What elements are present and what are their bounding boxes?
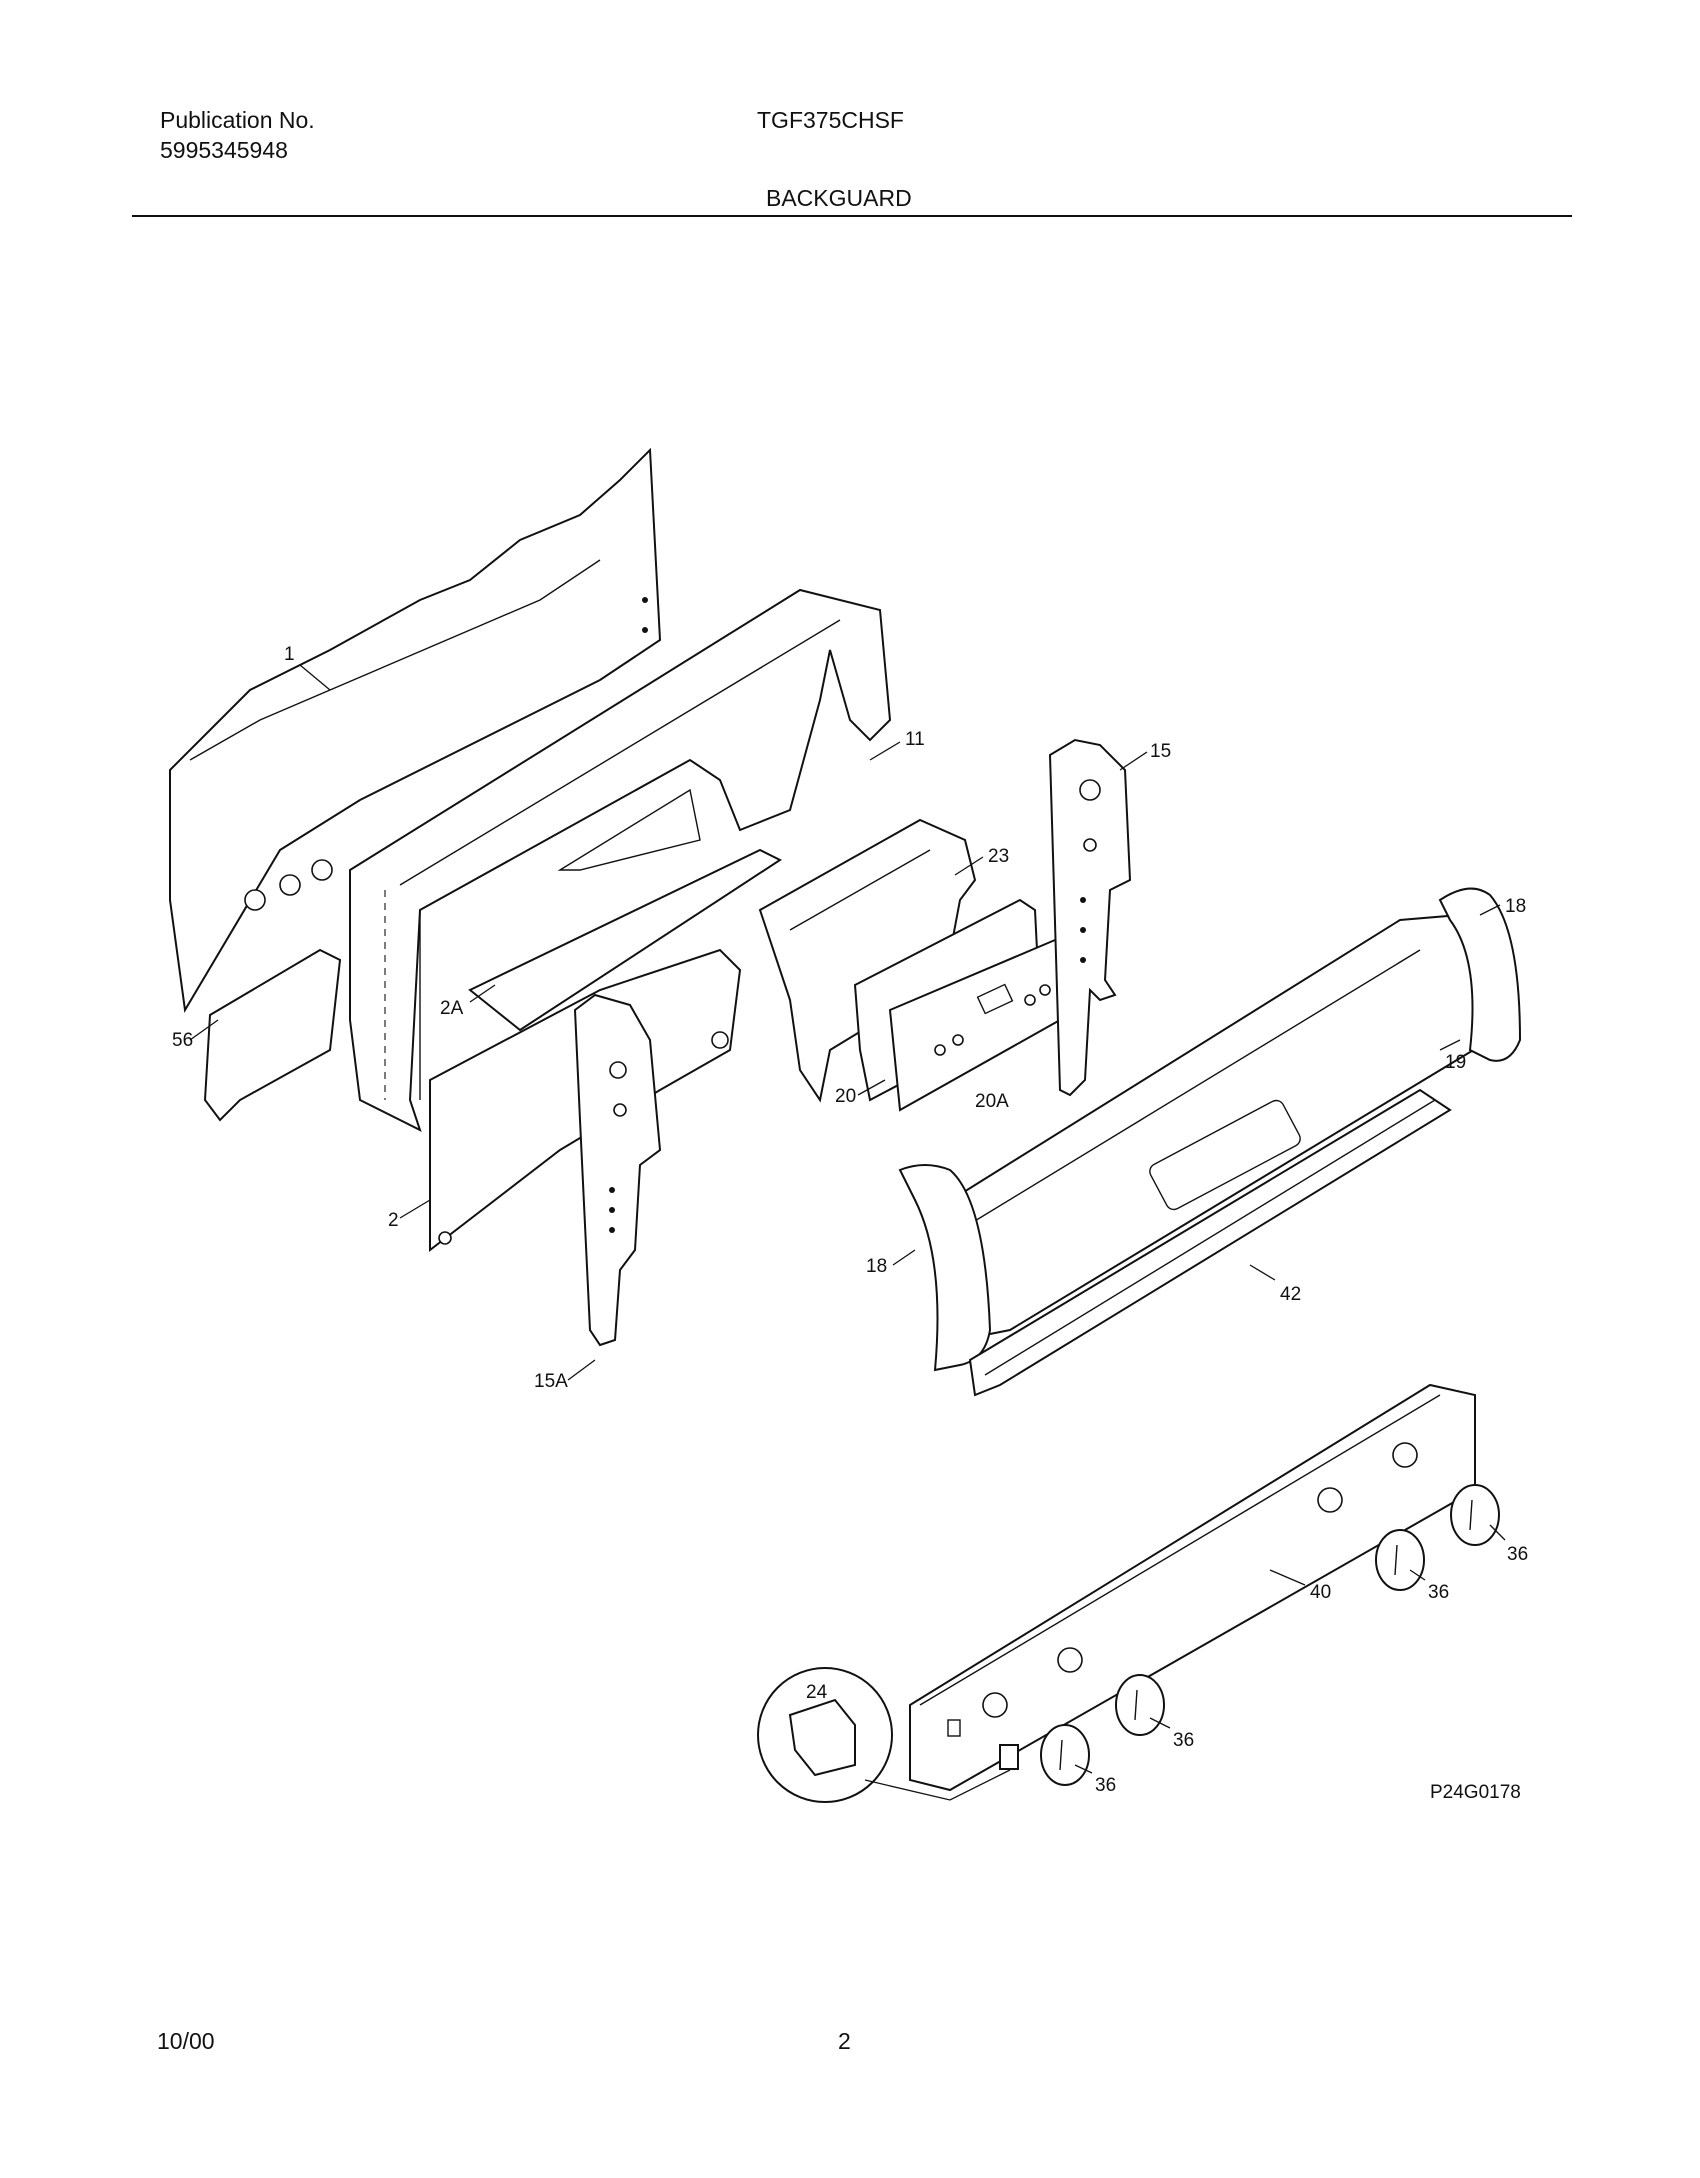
callout-labels: 1 11 15 23 18 2A 56 20 20A 19 2 18 42 15… xyxy=(172,644,1528,1803)
part-15A-side-bracket xyxy=(573,993,662,1347)
callout-2: 2 xyxy=(388,1210,399,1231)
publication-number: 5995345948 xyxy=(160,137,288,163)
callout-15: 15 xyxy=(1150,741,1171,762)
callout-36-c: 36 xyxy=(1173,1730,1194,1751)
callout-36-a: 36 xyxy=(1507,1544,1528,1565)
callout-2A: 2A xyxy=(440,998,464,1019)
part-56-bracket xyxy=(203,948,342,1122)
leader-lines xyxy=(189,664,1506,1774)
section-title: BACKGUARD xyxy=(766,185,912,211)
callout-18-right: 18 xyxy=(1505,896,1526,917)
callout-23: 23 xyxy=(988,846,1009,867)
callout-18-left: 18 xyxy=(866,1256,887,1277)
part-11-frame xyxy=(349,588,892,1132)
part-1-back-panel xyxy=(169,447,662,1013)
part-24-switch-detail xyxy=(757,1667,1019,1803)
diagram-reference-code: P24G0178 xyxy=(1430,1782,1521,1803)
callout-36-d: 36 xyxy=(1095,1775,1116,1796)
part-23-control-housing xyxy=(758,818,977,1103)
part-42-trim xyxy=(968,1088,1452,1397)
part-18-end-cap-right xyxy=(1438,887,1522,1062)
callout-19: 19 xyxy=(1445,1052,1466,1073)
callout-42: 42 xyxy=(1280,1284,1301,1305)
callout-20: 20 xyxy=(835,1086,856,1107)
publication-label: Publication No. xyxy=(160,107,315,133)
part-2A-deflector xyxy=(468,848,783,1032)
callout-24: 24 xyxy=(806,1682,828,1703)
part-18-end-cap-left xyxy=(898,1164,992,1372)
part-36-knobs xyxy=(1040,1484,1500,1786)
callout-11: 11 xyxy=(905,729,925,750)
callout-36-b: 36 xyxy=(1428,1582,1449,1603)
callout-20A: 20A xyxy=(975,1091,1009,1112)
callout-15A: 15A xyxy=(534,1371,568,1392)
header-rule xyxy=(132,215,1572,217)
callout-1: 1 xyxy=(284,644,295,665)
model-number: TGF375CHSF xyxy=(757,107,904,133)
part-15-side-bracket xyxy=(1048,738,1132,1097)
page-number: 2 xyxy=(838,2028,851,2054)
footer-date: 10/00 xyxy=(157,2028,215,2054)
callout-40: 40 xyxy=(1310,1582,1331,1603)
callout-56: 56 xyxy=(172,1030,193,1051)
